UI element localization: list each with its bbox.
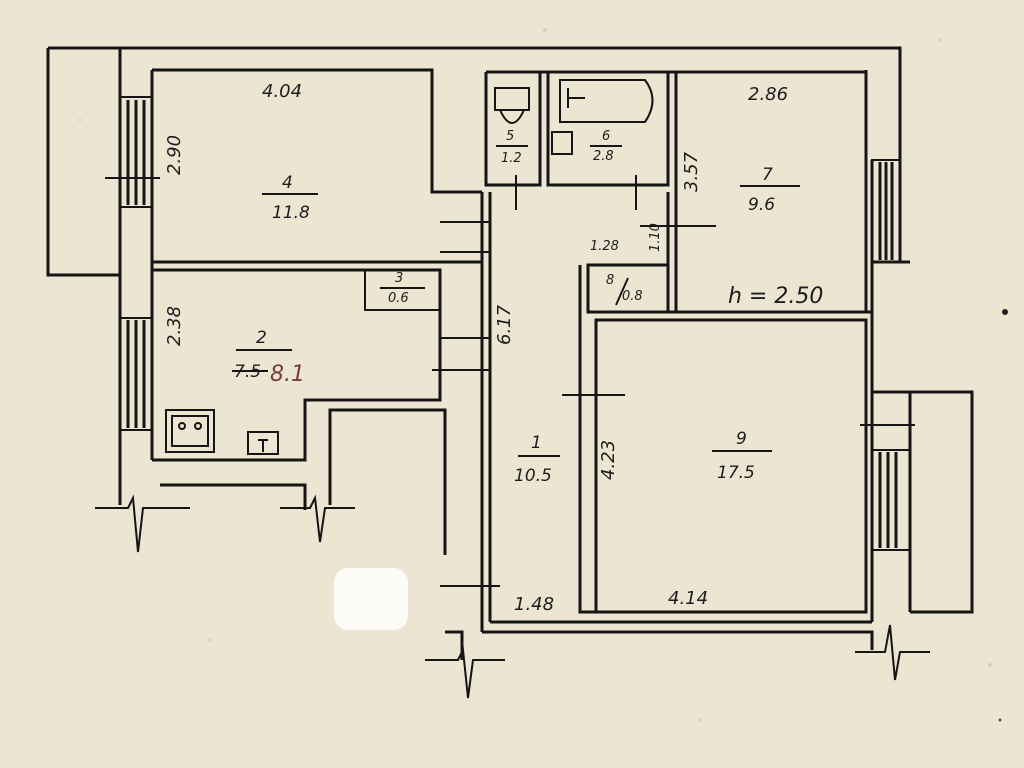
room-number: 2 [256,328,267,348]
dim-door-width: 1.10 [648,223,663,252]
room-3-label: 30.6 [380,271,425,306]
ceiling-height: h = 2.50 [728,284,823,309]
room-area: 11.8 [272,203,310,223]
dim-room4-width: 4.04 [262,81,302,102]
dimension-labels: 4.04 2.90 2.86 3.57 1.10 1.28 2.38 6.17 … [164,81,823,615]
room-area: 0.8 [622,289,643,304]
room-number: 7 [762,165,773,185]
room-5-label: 51.2 [496,129,528,166]
dim-corridor-width: 1.48 [514,594,554,615]
room-7-label: 79.6 [740,165,800,215]
dim-room9-depth: 4.23 [598,440,619,480]
room-number: 4 [282,173,293,193]
room-area: 17.5 [717,463,755,483]
room-1-label: 110.5 [514,433,560,486]
fixtures [165,79,654,455]
room-area: 0.6 [388,291,409,306]
room-8-label: 80.8 [606,273,643,306]
room-number: 1 [531,433,542,453]
room-9-label: 917.5 [712,429,772,483]
room-number: 6 [602,129,610,144]
room-number: 9 [736,429,747,449]
room-area: 1.2 [501,151,522,166]
room-area: 9.6 [748,195,775,215]
dim-room7-depth: 3.57 [681,151,702,192]
dim-room2-depth: 2.38 [164,306,185,346]
dim-room9-width: 4.14 [668,588,708,609]
break-marks [95,494,930,699]
dim-room7-width: 2.86 [748,84,788,105]
redaction-mark [334,568,408,630]
room-number: 3 [395,271,403,286]
room-number: 8 [606,273,614,288]
room-number: 5 [506,129,514,144]
room-area: 2.8 [593,149,614,164]
door-markers [105,175,915,587]
window-markers [119,96,911,551]
paper-texture [78,28,1008,722]
dim-room8-width: 1.28 [590,239,619,254]
dim-corridor-length: 6.17 [494,304,515,345]
room-6-label: 62.8 [590,129,622,164]
dim-room4-depth: 2.90 [164,135,185,175]
room-area: 10.5 [514,466,552,486]
room-area-corrected: 8.1 [270,362,305,387]
room-4-label: 411.8 [262,173,318,223]
